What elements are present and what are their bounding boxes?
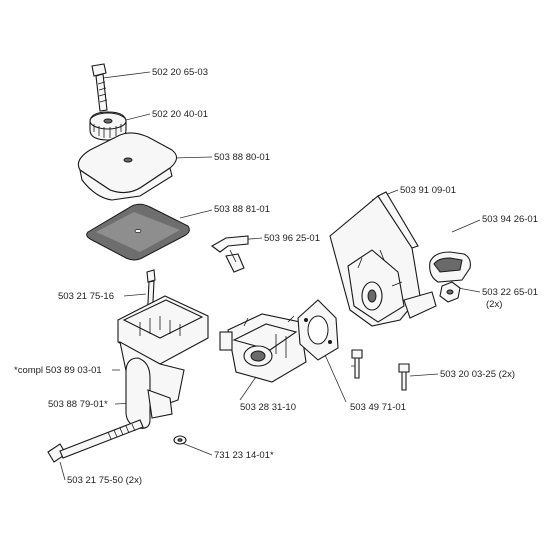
carb-housing-part	[329, 191, 437, 327]
intake-screws-part	[351, 349, 410, 391]
filter-element-part	[86, 203, 190, 261]
label-carburetor: 503 28 31-10	[240, 402, 296, 413]
screw-top-part	[91, 63, 108, 112]
label-stud: 503 21 75-16	[58, 291, 114, 302]
label-filter-housing-compl: *compl 503 89 03-01	[14, 365, 102, 376]
label-filter-element: 503 88 81-01	[214, 204, 270, 215]
intake-gasket-part	[297, 299, 339, 361]
lever-part	[211, 235, 249, 273]
nut-part	[439, 281, 461, 303]
label-filter-cover: 503 88 80-01	[214, 152, 270, 163]
label-choke-knob: 503 94 26-01	[482, 214, 538, 225]
label-carb-housing: 503 91 09-01	[400, 185, 456, 196]
choke-knob-part	[429, 251, 471, 283]
label-gasket-left: 503 88 79-01*	[48, 399, 108, 410]
knob-part	[89, 111, 127, 141]
label-intake-screws: 503 20 03-25 (2x)	[440, 369, 515, 380]
filter-cover-part	[77, 132, 178, 201]
label-nut-qty: (2x)	[486, 299, 502, 310]
label-lever: 503 96 25-01	[264, 233, 320, 244]
part-labels: 502 20 65-03 502 20 40-01 503 88 80-01 5…	[14, 67, 538, 486]
long-bolt-part	[47, 419, 144, 463]
filter-housing-part	[117, 295, 209, 429]
label-intake-gasket: 503 49 71-01	[350, 402, 406, 413]
label-knob: 502 20 40-01	[152, 109, 208, 120]
label-screw-top: 502 20 65-03	[152, 67, 208, 78]
label-washer: 731 23 14-01*	[214, 450, 274, 461]
carburetor-part	[219, 313, 307, 383]
label-nut: 503 22 65-01	[482, 287, 538, 298]
washer-part	[173, 435, 187, 445]
label-long-bolt: 503 21 75-50 (2x)	[67, 475, 142, 486]
